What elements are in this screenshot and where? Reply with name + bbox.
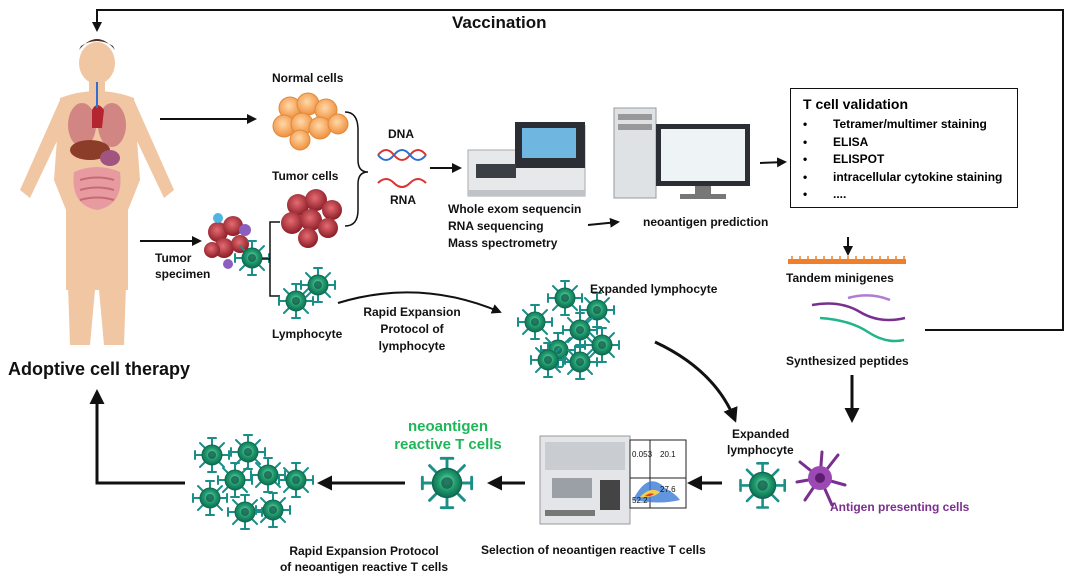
synthesized-peptides-graphic [811, 294, 906, 343]
tumor-cells-label: Tumor cells [272, 169, 339, 183]
adoptive-cell-therapy-label: Adoptive cell therapy [8, 359, 191, 379]
antigen-presenting-cells-label: Antigen presenting cells [830, 500, 970, 514]
tumor-specimen-label-1: Tumor [155, 251, 192, 265]
sequencing-label-1: Whole exom sequencin [448, 202, 582, 216]
selection-label: Selection of neoantigen reactive T cells [481, 543, 706, 557]
rna-label: RNA [390, 193, 416, 207]
flow-q2-value: 20.1 [660, 450, 676, 459]
reactive-t-cell-icon [420, 456, 474, 510]
rep-label-1: Rapid Expansion [363, 305, 461, 319]
flow-cytometer-illustration [539, 435, 631, 525]
human-body-illustration [20, 39, 174, 345]
reactive-t-cells-label-1: neoantigen [407, 418, 488, 435]
tumor-cells-illustration [281, 189, 342, 248]
tandem-minigenes-label: Tandem minigenes [786, 271, 894, 285]
vaccination-label: Vaccination [452, 13, 547, 32]
normal-cells-label: Normal cells [272, 71, 344, 85]
flow-plot [629, 439, 687, 509]
rep-label-3: lymphocyte [378, 339, 446, 353]
validation-item: intracellular cytokine staining [801, 169, 1002, 187]
flow-q4-value: 27.6 [660, 485, 676, 494]
validation-item: ELISA [801, 134, 1002, 152]
rna-strand [377, 178, 427, 188]
normal-cells-illustration [272, 92, 349, 151]
sequencer-to-prediction-arrow [587, 217, 620, 228]
validation-item: ELISPOT [801, 151, 1002, 169]
dna-label: DNA [388, 127, 414, 141]
coculture-illustration [739, 450, 847, 509]
dna-helix [377, 149, 427, 161]
cells-bracket [344, 111, 369, 227]
vaccination-loop-arrow [92, 9, 1064, 331]
validation-item: .... [801, 186, 1002, 204]
flow-q3-value: 52.2 [632, 496, 648, 505]
sequencing-label-3: Mass spectrometry [448, 236, 558, 250]
tandem-minigenes-graphic [788, 256, 906, 264]
sequencer-illustration [467, 122, 586, 197]
validation-title: T cell validation [803, 96, 909, 112]
antigen-presenting-cell-icon [795, 450, 847, 507]
expanded-lymphocyte-label-2: lymphocyte [727, 443, 794, 457]
tumor-specimen-illustration [204, 213, 270, 276]
expanded-lymphocyte-top-label: Expanded lymphocyte [590, 282, 718, 296]
t-cell-validation-box: T cell validation Tetramer/multimer stai… [790, 88, 1018, 208]
lymphocyte-label: Lymphocyte [272, 327, 343, 341]
tumor-specimen-label-2: specimen [155, 267, 211, 281]
neoantigen-prediction-label: neoantigen prediction [643, 215, 769, 229]
computer-illustration [613, 107, 750, 199]
rep-neo-label-1: Rapid Expansion Protocol [289, 544, 439, 558]
computer-to-validation-arrow [759, 157, 787, 168]
expanded-reactive-cluster [192, 434, 314, 530]
synthesized-peptides-label: Synthesized peptides [786, 354, 909, 368]
flow-q1-value: 0.053 [632, 450, 653, 459]
rep-neo-label-2: of neoantigen reactive T cells [279, 560, 449, 574]
validation-list: Tetramer/multimer staining ELISA ELISPOT… [801, 116, 1002, 204]
expanded-lymphocyte-label-1: Expanded [732, 427, 790, 441]
lymphocyte-illustration [278, 267, 336, 319]
sequencing-label-2: RNA sequencing [448, 219, 544, 233]
reactive-t-cells-label-2: reactive T cells [394, 436, 502, 453]
rapid-expansion-arrow [337, 291, 502, 314]
specimen-bracket [262, 221, 280, 297]
validation-item: Tetramer/multimer staining [801, 116, 1002, 134]
expansion-to-therapy-arrow [89, 389, 185, 485]
expanded-to-coculture-arrow [654, 340, 738, 423]
rep-label-2: Protocol of [380, 322, 444, 336]
